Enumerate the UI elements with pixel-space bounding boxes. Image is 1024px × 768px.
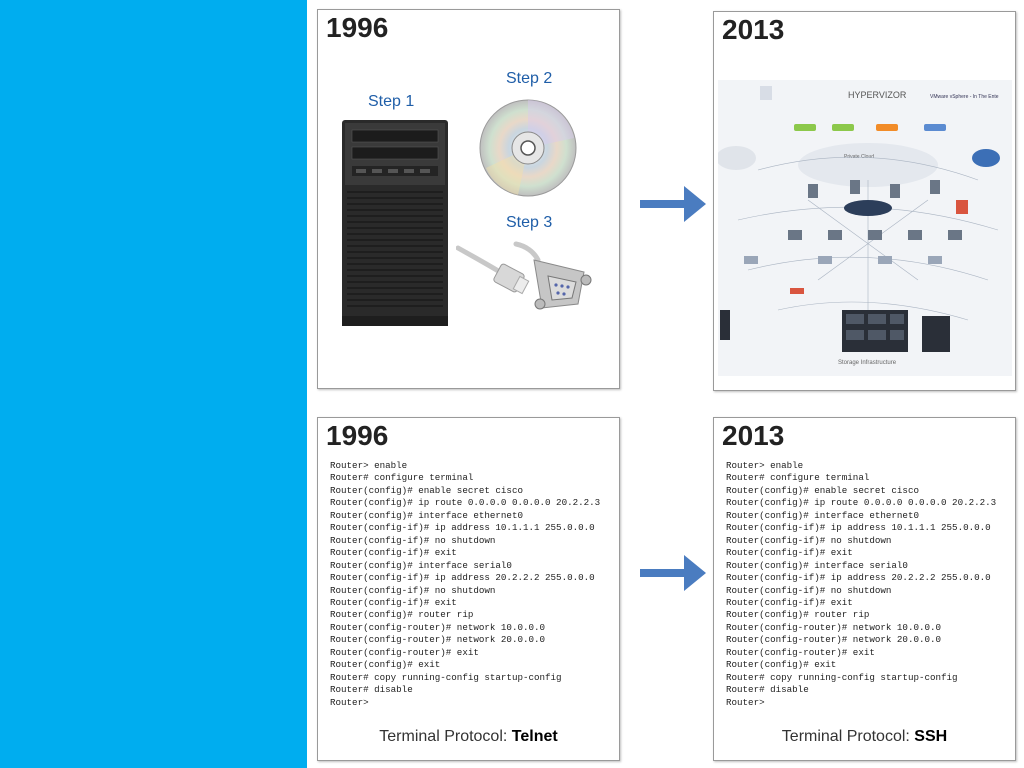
cli-line: Router(config)# router rip xyxy=(726,609,870,621)
cli-line: Router(config-router)# network 20.0.0.0 xyxy=(330,634,546,646)
protocol-value: SSH xyxy=(914,728,948,745)
cli-line: Router(config-if)# no shutdown xyxy=(330,534,496,546)
terminal-protocol-line: Terminal Protocol: SSH xyxy=(714,728,1015,746)
protocol-label: Terminal Protocol: xyxy=(781,728,915,745)
cli-line: Router(config-router)# network 10.0.0.0 xyxy=(726,621,942,633)
protocol-label: Terminal Protocol: xyxy=(379,728,512,745)
cli-line: Router(config-router)# network 20.0.0.0 xyxy=(726,634,942,646)
protocol-value: Telnet xyxy=(511,728,558,745)
cli-line: Router# configure terminal xyxy=(330,472,474,484)
left-accent-bar xyxy=(0,0,307,768)
cli-line: Router> xyxy=(726,696,765,708)
cli-line: Router> enable xyxy=(726,460,804,471)
cli-line: Router> enable xyxy=(330,460,408,471)
diagram-brand-text: HYPERVIZOR xyxy=(848,90,907,100)
terminal-protocol-line: Terminal Protocol: Telnet xyxy=(318,728,619,746)
cli-line: Router(config)# exit xyxy=(330,659,441,671)
cli-line: Router(config-if)# exit xyxy=(726,547,853,559)
cli-line: Router(config)# interface ethernet0 xyxy=(330,509,523,521)
diagram-subtitle-text: VMware vSphere - In The Ente xyxy=(930,94,999,100)
cli-line: Router(config)# enable secret cisco xyxy=(726,484,919,496)
cli-line: Router# copy running-config startup-conf… xyxy=(330,671,562,683)
cli-line: Router(config)# exit xyxy=(726,659,837,671)
cli-line: Router(config-if)# exit xyxy=(726,596,853,608)
panel-1996-hardware: 1996 Step 1 Step 2 Step 3 xyxy=(317,9,620,389)
arrow-right-icon xyxy=(640,555,706,591)
panel-2013-virtualization: 2013 HYPERVIZOR VMware vSphere - In The … xyxy=(713,11,1016,391)
step-1-label: Step 1 xyxy=(368,93,415,110)
cli-line: Router(config)# interface serial0 xyxy=(330,559,512,571)
cli-line: Router# disable xyxy=(330,684,413,696)
cli-line: Router(config)# ip route 0.0.0.0 0.0.0.0… xyxy=(330,497,601,509)
cli-line: Router(config-if)# ip address 10.1.1.1 2… xyxy=(330,522,595,534)
cli-line: Router(config)# enable secret cisco xyxy=(330,484,523,496)
server-tower-icon xyxy=(342,120,448,326)
cli-line: Router(config-if)# no shutdown xyxy=(726,534,892,546)
step-3-label: Step 3 xyxy=(506,214,553,231)
cli-line: Router# disable xyxy=(726,684,809,696)
cli-line: Router(config-if)# no shutdown xyxy=(330,584,496,596)
cli-line: Router(config-router)# network 10.0.0.0 xyxy=(330,621,546,633)
cli-line: Router(config-if)# exit xyxy=(330,596,457,608)
cli-line: Router(config-router)# exit xyxy=(726,646,875,658)
year-label: 2013 xyxy=(722,420,785,451)
year-label: 2013 xyxy=(722,14,785,45)
cli-line: Router(config)# interface ethernet0 xyxy=(726,509,919,521)
cli-line: Router(config)# interface serial0 xyxy=(726,559,908,571)
cli-line: Router(config-router)# exit xyxy=(330,646,479,658)
cli-line: Router# copy running-config startup-conf… xyxy=(726,671,958,683)
year-label: 1996 xyxy=(326,12,389,43)
cli-line: Router(config-if)# exit xyxy=(330,547,457,559)
cli-line: Router# configure terminal xyxy=(726,472,870,484)
cli-line: Router(config-if)# ip address 20.2.2.2 2… xyxy=(726,572,991,584)
year-label: 1996 xyxy=(326,420,389,451)
cli-line: Router(config)# router rip xyxy=(330,609,474,621)
serial-console-cable-icon xyxy=(456,241,592,310)
optical-disc-icon xyxy=(479,99,577,197)
cli-line: Router(config)# ip route 0.0.0.0 0.0.0.0… xyxy=(726,497,997,509)
virtualization-diagram-icon: HYPERVIZOR VMware vSphere - In The Ente … xyxy=(718,80,1012,376)
cli-line: Router(config-if)# ip address 20.2.2.2 2… xyxy=(330,572,595,584)
cli-line: Router(config-if)# ip address 10.1.1.1 2… xyxy=(726,522,991,534)
cli-line: Router(config-if)# no shutdown xyxy=(726,584,892,596)
arrow-right-icon xyxy=(640,186,706,222)
diagram-storage-text: Storage Infrastructure xyxy=(838,360,897,366)
step-2-label: Step 2 xyxy=(506,70,553,87)
cli-line: Router> xyxy=(330,696,369,708)
